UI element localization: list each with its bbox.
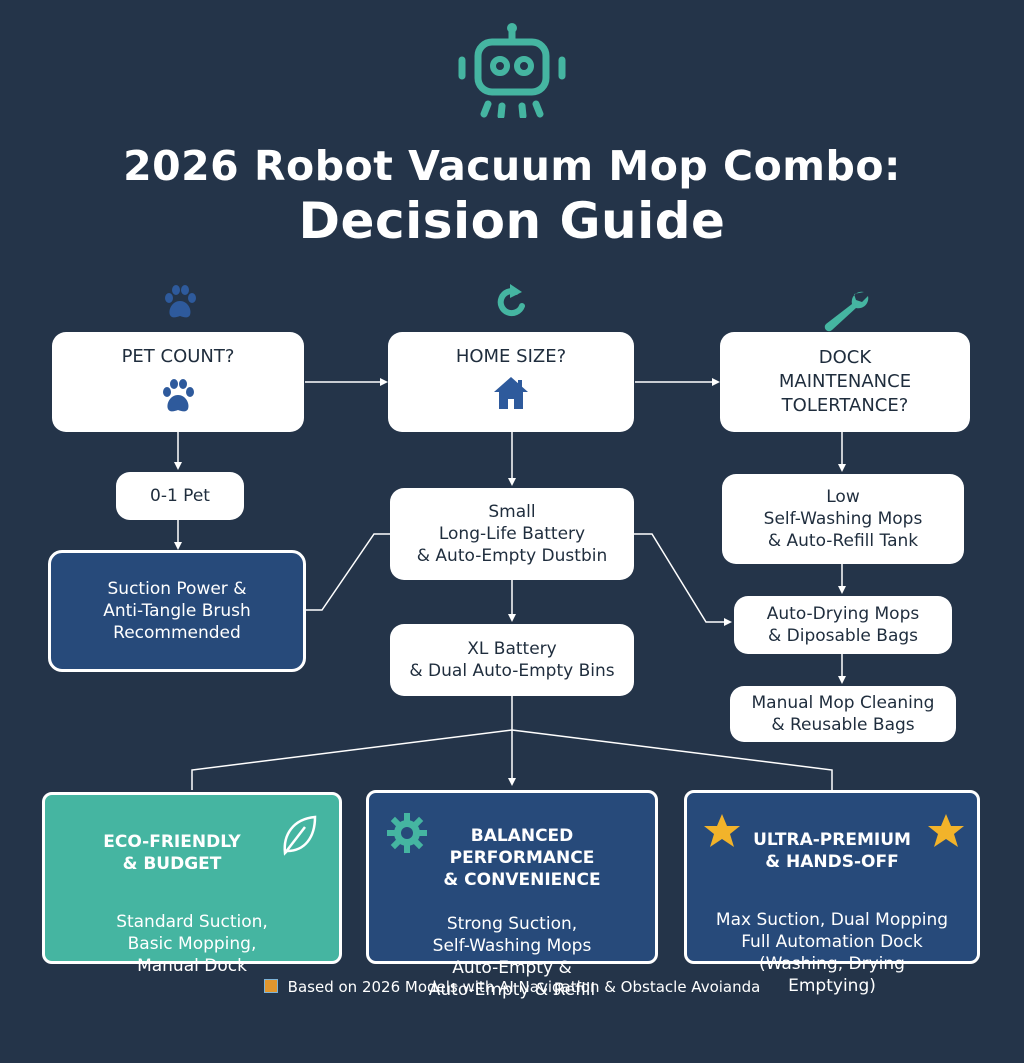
- outcome-premium-body: Max Suction, Dual Mopping Full Automatio…: [715, 910, 949, 996]
- recommendation-pet: Suction Power & Anti-Tangle Brush Recomm…: [48, 550, 306, 672]
- robot-icon: [458, 23, 566, 118]
- paw-icon: [163, 379, 194, 412]
- line-branch-right: [511, 729, 833, 790]
- outcome-eco-body: Standard Suction, Basic Mopping, Manual …: [116, 912, 268, 976]
- option-home-small: Small Long-Life Battery & Auto-Empty Dus…: [390, 488, 634, 580]
- title-line-1: 2026 Robot Vacuum Mop Combo:: [123, 142, 901, 190]
- option-dock-low-label: Low Self-Washing Mops & Auto-Refill Tank: [763, 487, 923, 551]
- option-dock-mid: Auto-Drying Mops & Diposable Bags: [734, 596, 952, 654]
- option-pet-count: 0-1 Pet: [116, 472, 244, 520]
- outcome-eco-head: ECO-FRIENDLY & BUDGET: [103, 832, 241, 874]
- question-home-size: HOME SIZE?: [388, 332, 634, 432]
- outcome-eco-budget: ECO-FRIENDLY & BUDGET Standard Suction, …: [42, 792, 342, 976]
- wrench-icon: [824, 291, 869, 332]
- option-home-xl: XL Battery & Dual Auto-Empty Bins: [390, 624, 634, 696]
- question-dock-maintenance: DOCK MAINTENANCE TOLERTANCE?: [720, 332, 970, 432]
- paw-icon: [165, 285, 196, 318]
- connector-lines: [174, 378, 846, 790]
- line-small-to-pet-rec: [306, 533, 390, 611]
- refresh-arrow-icon: [497, 284, 525, 317]
- star-icon: [928, 814, 964, 847]
- outcome-balanced-head: BALANCED PERFORMANCE & CONVENIENCE: [443, 826, 601, 890]
- question-pet-count: PET COUNT?: [52, 332, 304, 432]
- option-dock-mid-label: Auto-Drying Mops & Diposable Bags: [766, 604, 920, 646]
- outcome-balanced: BALANCED PERFORMANCE & CONVENIENCE Stron…: [366, 790, 658, 1000]
- option-dock-manual-label: Manual Mop Cleaning & Reusable Bags: [751, 693, 935, 735]
- option-dock-low: Low Self-Washing Mops & Auto-Refill Tank: [722, 474, 964, 564]
- title-line-2: Decision Guide: [298, 192, 726, 250]
- question-dock-label: DOCK MAINTENANCE TOLERTANCE?: [778, 347, 912, 416]
- question-pet-label: PET COUNT?: [121, 346, 235, 367]
- outcome-ultra-premium: ULTRA-PREMIUM & HANDS-OFF Max Suction, D…: [684, 790, 980, 996]
- arrow-small-to-dock-mid: [634, 533, 732, 626]
- option-pet-count-label: 0-1 Pet: [150, 486, 210, 506]
- leaf-icon: [283, 815, 317, 856]
- gear-icon: [387, 813, 427, 853]
- legend-square-icon: [263, 979, 278, 993]
- star-icon: [704, 814, 740, 847]
- line-branch-left: [191, 729, 513, 790]
- recommendation-pet-label: Suction Power & Anti-Tangle Brush Recomm…: [103, 579, 251, 643]
- outcome-balanced-body: Strong Suction, Self-Washing Mops Auto-E…: [428, 914, 596, 1000]
- option-home-small-label: Small Long-Life Battery & Auto-Empty Dus…: [416, 502, 608, 566]
- house-icon: [494, 377, 528, 409]
- footer-text: Based on 2026 Models with AI Navigation …: [287, 978, 761, 996]
- option-dock-manual: Manual Mop Cleaning & Reusable Bags: [730, 686, 956, 742]
- option-home-xl-label: XL Battery & Dual Auto-Empty Bins: [409, 639, 615, 681]
- outcome-premium-head: ULTRA-PREMIUM & HANDS-OFF: [753, 830, 911, 872]
- question-home-label: HOME SIZE?: [455, 346, 567, 367]
- footer-note: Based on 2026 Models with AI Navigation …: [0, 978, 1024, 996]
